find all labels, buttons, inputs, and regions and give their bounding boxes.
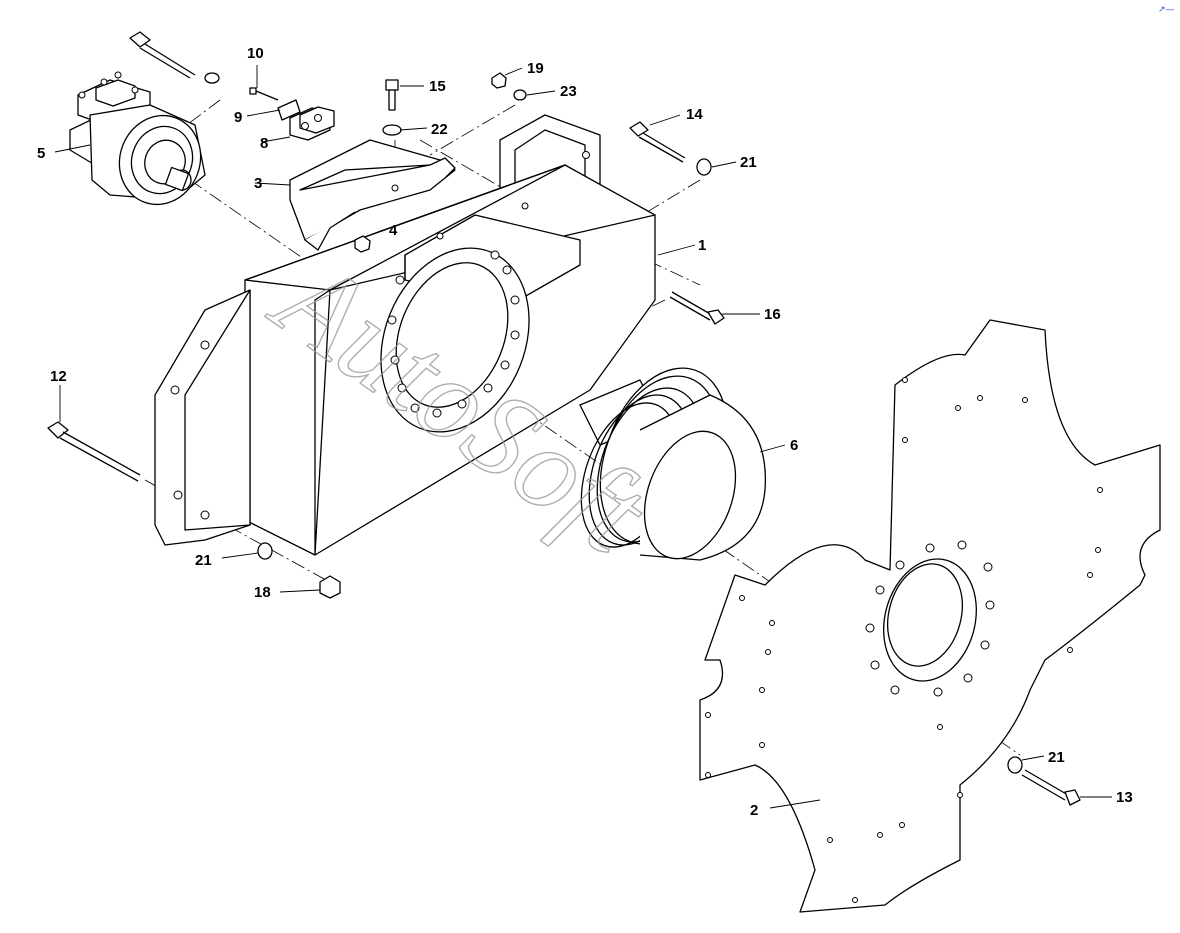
cover-part-3 <box>289 139 456 251</box>
callout-19: 19 <box>527 60 544 77</box>
callout-1: 1 <box>698 237 706 254</box>
callout-3: 3 <box>254 175 262 192</box>
callout-4: 4 <box>389 222 398 239</box>
fasteners <box>47 31 1081 806</box>
nut-part-4 <box>354 235 371 253</box>
bolt-part-12 <box>47 421 141 482</box>
washer-part-21-top <box>696 158 712 176</box>
callout-14: 14 <box>686 106 703 123</box>
callout-13: 13 <box>1116 789 1133 806</box>
bolt-part-16 <box>669 291 725 325</box>
plate-holes <box>705 377 1103 903</box>
gear-drive-part-6 <box>579 367 767 561</box>
callout-9: 9 <box>234 109 242 126</box>
callout-labels: 1 2 3 4 5 6 8 9 10 12 13 14 15 16 18 19 … <box>37 45 1133 819</box>
ring-bolt-holes <box>387 250 520 418</box>
callout-12: 12 <box>50 368 67 385</box>
callout-2: 2 <box>750 802 758 819</box>
callout-23: 23 <box>560 83 577 100</box>
callout-5: 5 <box>37 145 45 162</box>
callout-10: 10 <box>247 45 264 62</box>
callout-21-top: 21 <box>740 154 757 171</box>
callout-8: 8 <box>260 135 268 152</box>
washer-part-22 <box>382 124 402 136</box>
callout-15: 15 <box>429 78 446 95</box>
corner-mark: ↗— <box>1158 5 1175 15</box>
leader-lines <box>54 65 1112 809</box>
bolt-part-10 <box>249 87 279 101</box>
clamp-blocks-part-8-9 <box>277 99 335 141</box>
bolt-top-left <box>129 31 220 84</box>
mounting-plate-part-2 <box>699 319 1161 913</box>
washer-part-21-left <box>257 542 273 560</box>
callout-22: 22 <box>431 121 448 138</box>
washer-part-21-right <box>1007 756 1023 774</box>
callout-21-right: 21 <box>1048 749 1065 766</box>
nut-part-19 <box>491 72 507 89</box>
washer-part-23 <box>513 89 527 101</box>
callout-21-left: 21 <box>195 552 212 569</box>
bolt-part-14 <box>629 121 686 163</box>
bolt-part-13 <box>1021 769 1081 806</box>
bolt-part-15 <box>385 79 399 111</box>
callout-16: 16 <box>764 306 781 323</box>
hydraulic-motor-part-5 <box>69 71 206 206</box>
gear-housing-part-1 <box>154 114 656 556</box>
nut-part-18 <box>319 575 341 599</box>
callout-18: 18 <box>254 584 271 601</box>
callout-6: 6 <box>790 437 798 454</box>
